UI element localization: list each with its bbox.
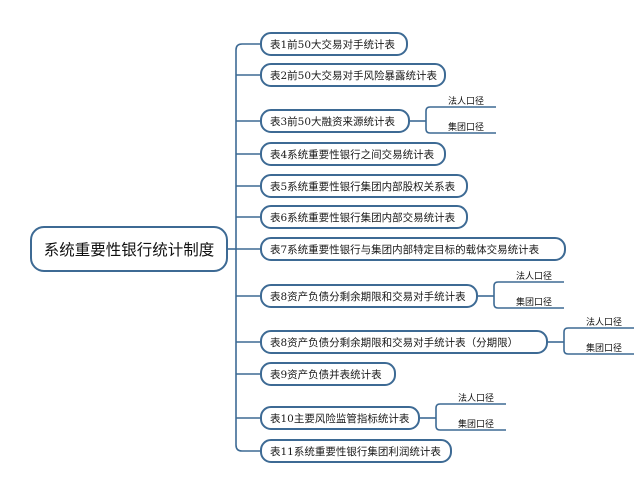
branch-node: 表2前50大交易对手风险暴露统计表	[260, 63, 446, 87]
sub-leaf-connector	[435, 418, 506, 431]
sub-leaf-connector	[425, 121, 496, 134]
sub-leaf-connector	[563, 327, 634, 342]
leaf-label: 法人口径	[458, 394, 495, 404]
branch-node: 表8资产负债分剩余期限和交易对手统计表	[260, 284, 478, 308]
branch-node: 表5系统重要性银行集团内部股权关系表	[260, 174, 468, 198]
sub-leaf-connector	[435, 403, 506, 418]
branch-node: 表9资产负债并表统计表	[260, 362, 396, 386]
leaf-label: 集团口径	[458, 420, 495, 430]
branch-node: 表4系统重要性银行之间交易统计表	[260, 142, 446, 166]
leaf-label: 集团口径	[448, 123, 485, 133]
leaf-label: 法人口径	[516, 272, 553, 282]
sub-leaf-connector	[493, 281, 564, 296]
branch-node: 表1前50大交易对手统计表	[260, 32, 408, 56]
branch-node: 表10主要风险监管指标统计表	[260, 406, 420, 430]
branch-node: 表6系统重要性银行集团内部交易统计表	[260, 205, 468, 229]
branch-connector	[235, 43, 260, 51]
branch-node: 表8资产负债分剩余期限和交易对手统计表（分期限）	[260, 330, 548, 354]
branch-node: 表3前50大融资来源统计表	[260, 109, 410, 133]
sub-leaf-connector	[563, 342, 634, 355]
leaf-label: 集团口径	[586, 344, 623, 354]
root-node: 系统重要性银行统计制度	[30, 226, 228, 272]
sub-leaf-connector	[425, 106, 496, 121]
leaf-label: 集团口径	[516, 298, 553, 308]
sub-leaf-connector	[493, 296, 564, 309]
branch-connector	[235, 444, 260, 452]
branch-node: 表11系统重要性银行集团利润统计表	[260, 439, 452, 463]
branch-node: 表7系统重要性银行与集团内部特定目标的载体交易统计表	[260, 237, 566, 261]
leaf-label: 法人口径	[448, 97, 485, 107]
leaf-label: 法人口径	[586, 318, 623, 328]
